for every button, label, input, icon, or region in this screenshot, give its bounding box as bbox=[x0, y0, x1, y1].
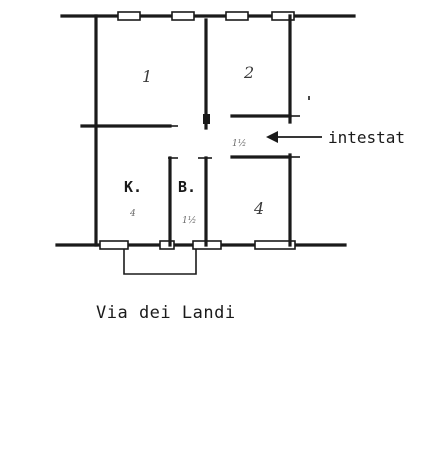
kitchen-sub: 4 bbox=[129, 209, 136, 219]
balcony bbox=[123, 249, 197, 275]
room-2-number: 2 bbox=[243, 63, 254, 82]
entrance-label: intestat bbox=[328, 128, 405, 147]
top-wall bbox=[60, 11, 356, 21]
street-label: Via dei Landi bbox=[96, 303, 236, 323]
room-4-number: 4 bbox=[253, 199, 264, 218]
bottom-wall bbox=[55, 240, 347, 250]
door-jamb bbox=[203, 114, 210, 124]
entrance-arrow bbox=[266, 131, 322, 143]
bath-walls bbox=[168, 156, 212, 247]
room-1-number: 1 bbox=[142, 67, 152, 86]
hall-sub: 1½ bbox=[232, 138, 246, 149]
bath-sub: 1½ bbox=[182, 215, 196, 226]
kitchen-letter: K. bbox=[124, 178, 142, 196]
bath-letter: B. bbox=[178, 178, 196, 196]
